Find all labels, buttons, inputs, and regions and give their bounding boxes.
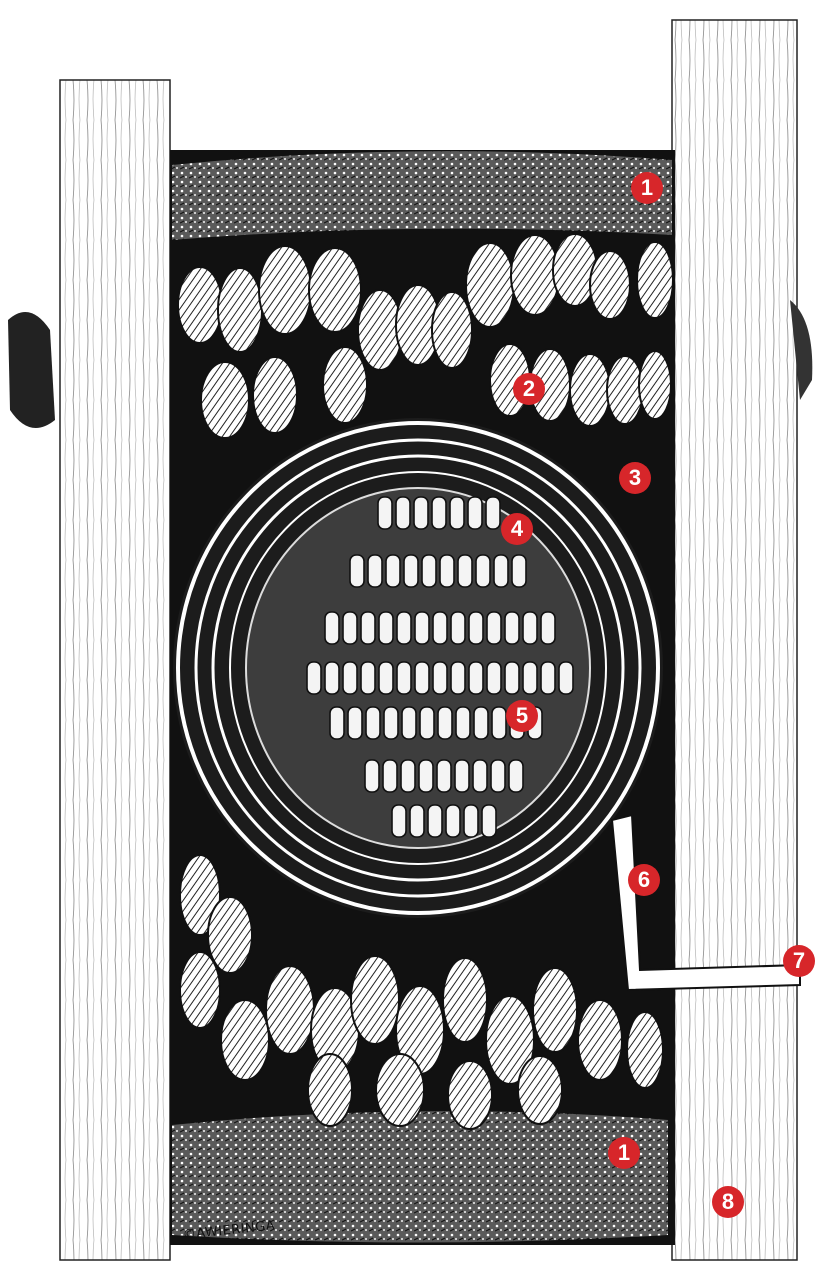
callout-marker-6: 6 [628, 864, 660, 896]
callout-marker-4: 4 [501, 513, 533, 545]
callout-marker-8: 8 [712, 1186, 744, 1218]
comb-tier-6 [365, 760, 523, 792]
callout-marker-1-bottom: 1 [608, 1137, 640, 1169]
callout-marker-5: 5 [506, 700, 538, 732]
top-plug [172, 151, 672, 240]
callout-marker-3: 3 [619, 462, 651, 494]
callout-marker-2: 2 [513, 373, 545, 405]
callout-marker-7: 7 [783, 945, 815, 977]
callout-marker-1-top: 1 [631, 172, 663, 204]
comb-tier-4 [307, 662, 573, 694]
comb-tier-1 [378, 497, 500, 529]
